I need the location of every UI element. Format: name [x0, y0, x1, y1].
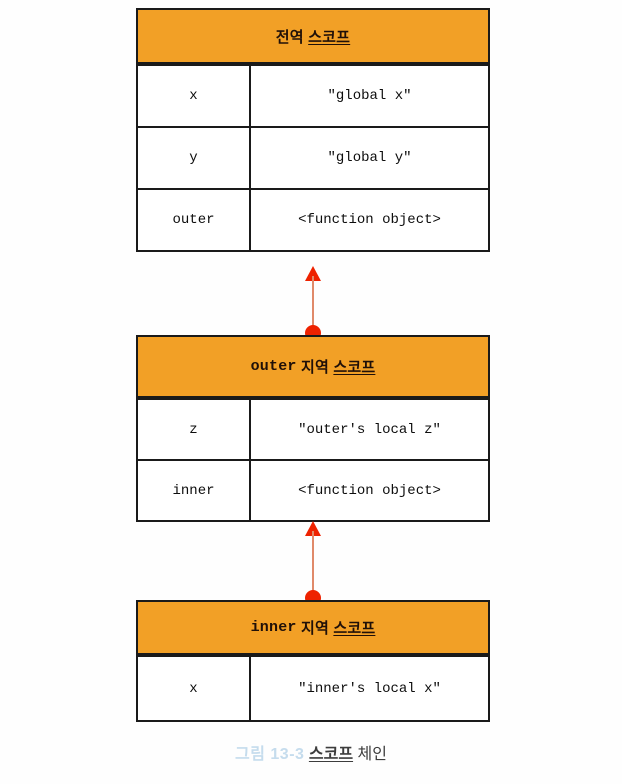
table-row: x "global x"	[138, 64, 488, 126]
scope-header-inner-mono: inner	[250, 619, 297, 636]
connector-outer-to-global	[305, 266, 321, 341]
scope-entry-value: <function object>	[298, 212, 441, 228]
scope-header-global-underlined: 스코프	[308, 28, 351, 46]
scope-entry-key: y	[138, 128, 251, 188]
table-row: z "outer's local z"	[138, 398, 488, 459]
scope-header-inner: inner 지역 스코프	[138, 602, 488, 655]
scope-header-outer: outer 지역 스코프	[138, 337, 488, 398]
arrow-head-icon	[305, 521, 321, 536]
scope-entry-value: "global y"	[327, 150, 412, 166]
arrow-head-icon	[305, 266, 321, 281]
scope-block-global: 전역 스코프 x "global x" y "global y" outer <…	[136, 8, 490, 252]
scope-header-global-text: 전역	[275, 28, 309, 46]
scope-block-outer: outer 지역 스코프 z "outer's local z" inner <…	[136, 335, 490, 522]
scope-header-outer-text: 지역	[296, 359, 334, 376]
scope-header-outer-mono: outer	[250, 358, 297, 375]
scope-entry-key: inner	[138, 461, 251, 520]
scope-header-outer-underlined: 스코프	[333, 359, 376, 376]
table-row: x "inner's local x"	[138, 655, 488, 720]
figure-caption-number: 그림 13-3	[235, 746, 305, 763]
table-row: inner <function object>	[138, 459, 488, 520]
scope-entry-value: <function object>	[298, 482, 441, 499]
figure-caption-tail: 체인	[357, 746, 387, 763]
scope-header-inner-underlined: 스코프	[333, 620, 376, 637]
connector-line	[312, 276, 314, 327]
figure-caption-underlined: 스코프	[308, 746, 354, 763]
connector-inner-to-outer	[305, 521, 321, 606]
connector-line	[312, 531, 314, 592]
scope-block-inner: inner 지역 스코프 x "inner's local x"	[136, 600, 490, 722]
scope-header-inner-text: 지역	[296, 620, 334, 637]
scope-entry-value: "global x"	[327, 88, 412, 104]
scope-entry-value: "outer's local z"	[298, 421, 441, 438]
scope-entry-key: x	[138, 66, 251, 126]
scope-entry-value: "inner's local x"	[298, 680, 441, 697]
table-row: outer <function object>	[138, 188, 488, 250]
scope-header-global: 전역 스코프	[138, 10, 488, 64]
scope-entry-key: z	[138, 400, 251, 459]
table-row: y "global y"	[138, 126, 488, 188]
scope-entry-key: x	[138, 657, 251, 720]
scope-entry-key: outer	[138, 190, 251, 250]
figure-caption: 그림 13-3 스코프 체인	[0, 740, 622, 764]
